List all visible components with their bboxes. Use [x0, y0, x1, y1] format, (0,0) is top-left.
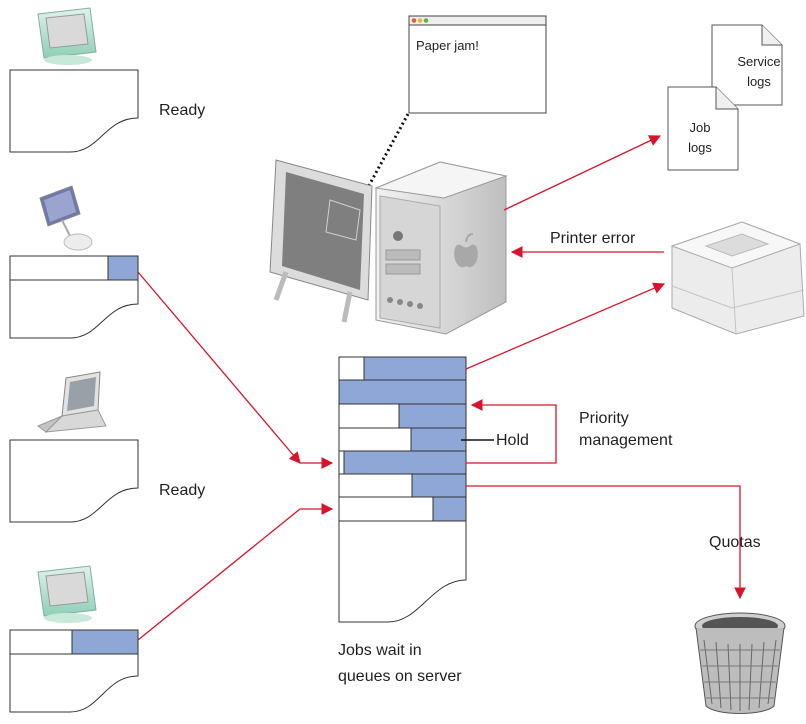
service-logs-line1: Service: [737, 54, 781, 69]
queue-job-row-7: [338, 496, 467, 522]
alert-connector: [346, 113, 410, 225]
client-imac-2: [9, 185, 139, 339]
client-job-fill-4: [71, 629, 139, 655]
imac-icon: [37, 565, 97, 623]
client-imac-4: [9, 565, 139, 713]
queue-job-row-4-held: [338, 427, 467, 452]
service-logs-line2: logs: [747, 74, 771, 90]
service-logs-label: Service logs: [724, 52, 794, 92]
flat-panel-imac-icon: [39, 185, 93, 251]
server-queue-document: [338, 356, 467, 623]
trash-icon: [694, 612, 786, 714]
job-logs-line1: Job: [689, 120, 711, 135]
quotas-label: Quotas: [709, 534, 761, 551]
jobs-wait-line1: Jobs wait in: [338, 642, 422, 659]
paper-jam-alert-window: [408, 15, 547, 114]
client-queue-doc-3: [9, 439, 139, 523]
job-logs-label: Job logs: [674, 118, 726, 158]
power-mac-server-icon: [269, 159, 508, 335]
arrow-server-to-logs: [503, 135, 662, 211]
client-imac-1: [9, 7, 139, 153]
ready-label-top: Ready: [159, 102, 206, 119]
client-job-fill-2: [107, 255, 139, 281]
queue-job-row-5: [338, 450, 467, 475]
queue-job-row-2: [338, 379, 467, 405]
zoom-dot-icon: [423, 18, 429, 23]
priority-management-label: Priority management: [579, 408, 672, 451]
job-logs-line2: logs: [688, 140, 712, 156]
hold-label: Hold: [496, 432, 529, 449]
apple-logo-icon: [454, 244, 478, 268]
priority-line1: Priority: [579, 410, 629, 427]
paper-jam-message: Paper jam!: [416, 38, 479, 53]
job-logs-document: [667, 86, 739, 171]
client-queue-doc-1: [9, 69, 139, 153]
minimize-dot-icon: [417, 18, 423, 23]
queue-job-row-6: [338, 473, 467, 498]
jobs-wait-line2: queues on server: [338, 668, 462, 686]
arrow-client2-to-queue: [137, 271, 301, 464]
arrow-queue-to-printer: [465, 282, 666, 370]
imac-icon: [37, 7, 97, 65]
service-logs-document: [711, 24, 783, 106]
close-dot-icon: [411, 18, 417, 23]
queue-job-row-3: [338, 403, 467, 429]
laptop-icon: [37, 371, 107, 433]
jobs-wait-caption: Jobs wait in queues on server: [338, 638, 462, 691]
client-laptop-3: [9, 371, 139, 523]
ready-label-bottom: Ready: [159, 482, 206, 499]
arrow-quotas: [466, 485, 746, 600]
printer-icon: [670, 221, 805, 335]
arrow-client4-to-queue: [137, 508, 301, 641]
flow-arrows: [137, 135, 746, 641]
printer-error-label: Printer error: [550, 230, 636, 247]
arrow-priority-management: [466, 399, 557, 464]
queue-job-row-1: [338, 356, 467, 381]
priority-line2: management: [579, 431, 673, 449]
